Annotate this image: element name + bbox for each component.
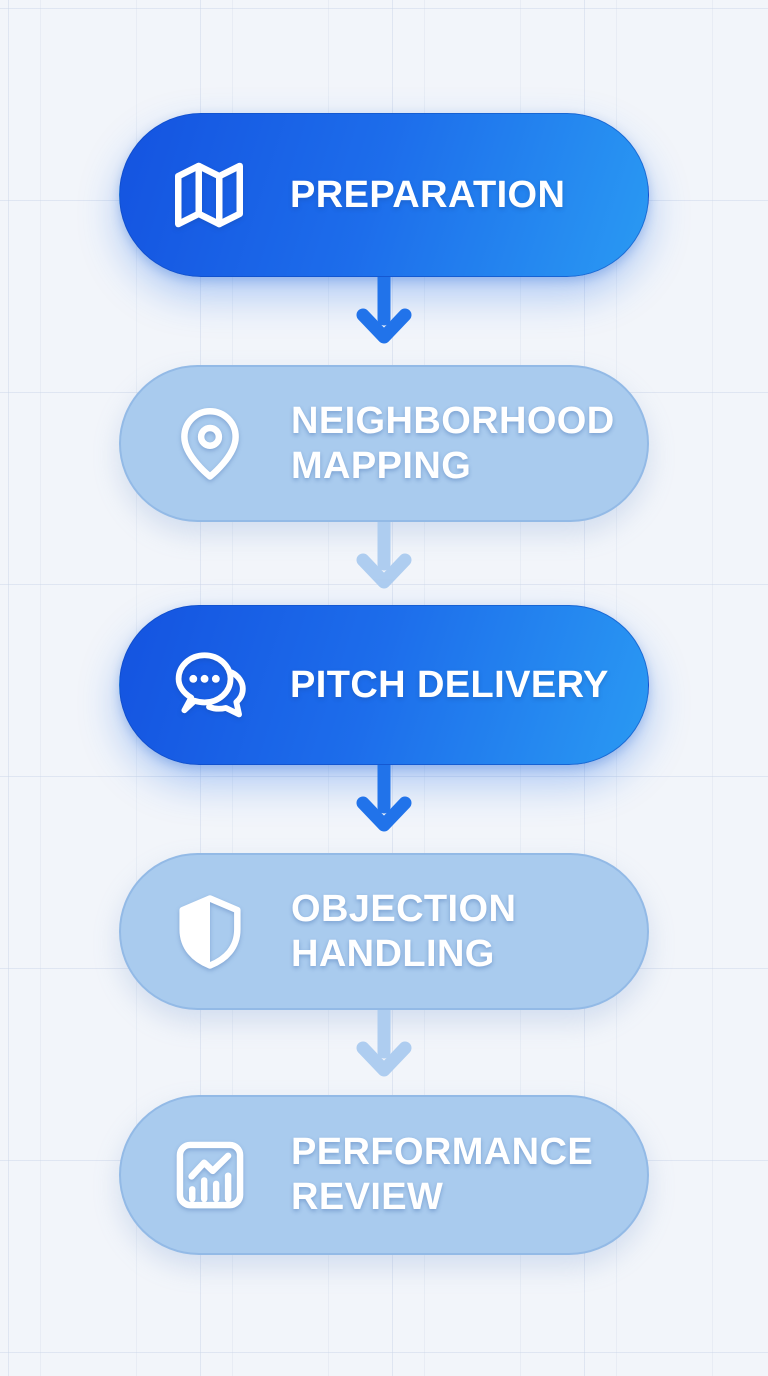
bar-chart-icon [169, 1134, 251, 1216]
step-label: PITCH DELIVERY [290, 663, 609, 706]
chat-bubbles-icon [168, 644, 250, 726]
down-arrow-icon [0, 765, 768, 853]
shield-icon [169, 891, 251, 973]
step-label: NEIGHBORHOOD MAPPING [291, 399, 615, 487]
step-neighborhood-mapping: NEIGHBORHOOD MAPPING [119, 365, 649, 522]
map-pin-icon [169, 403, 251, 485]
down-arrow-icon [0, 277, 768, 365]
step-preparation: PREPARATION [119, 113, 649, 277]
step-objection-handling: OBJECTION HANDLING [119, 853, 649, 1010]
down-arrow-icon [0, 1010, 768, 1095]
down-arrow-icon [0, 522, 768, 605]
step-label: PREPARATION [290, 173, 566, 216]
process-flow: PREPARATION NEIGHBORHOOD MAPPING [0, 113, 768, 1255]
step-performance-review: PERFORMANCE REVIEW [119, 1095, 649, 1255]
step-label: PERFORMANCE REVIEW [291, 1131, 594, 1218]
map-icon [168, 154, 250, 236]
step-pitch-delivery: PITCH DELIVERY [119, 605, 649, 765]
step-label: OBJECTION HANDLING [291, 887, 517, 975]
